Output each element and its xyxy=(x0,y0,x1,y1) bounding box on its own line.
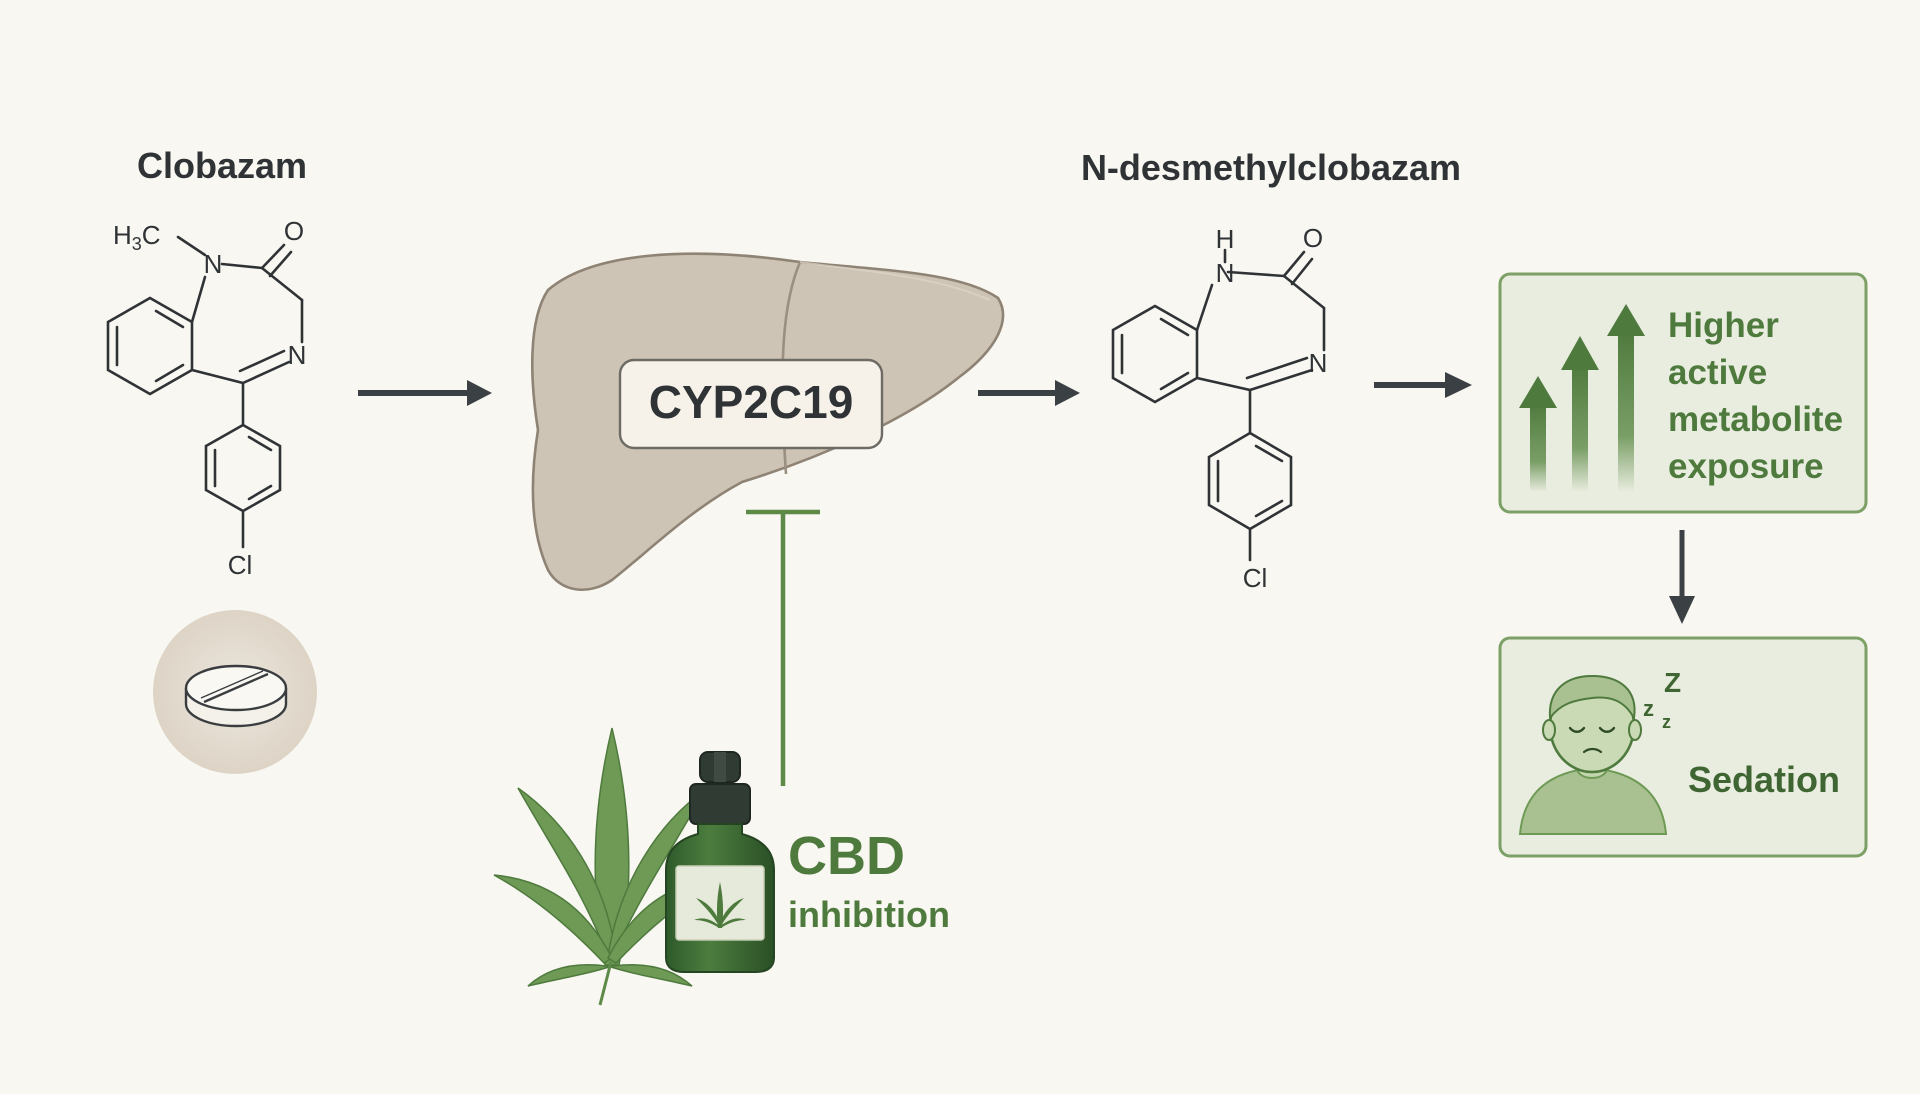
exposure-box: Higher active metabolite exposure xyxy=(1498,272,1868,514)
sleep-z-large: Z xyxy=(1664,667,1681,698)
metabolite-atom-n1: N xyxy=(1216,258,1235,288)
exposure-line-2: active xyxy=(1668,353,1767,392)
sleep-z-medium: z xyxy=(1643,696,1654,721)
atom-methyl-h: H xyxy=(113,220,132,250)
cbd-bottle-icon xyxy=(665,751,775,973)
arrow-to-liver xyxy=(358,380,492,406)
metabolite-atom-h: H xyxy=(1216,224,1235,254)
desmethylclobazam-structure xyxy=(1111,248,1326,562)
exposure-line-4: exposure xyxy=(1668,447,1824,486)
sedation-box: Z z z Sedation xyxy=(1498,636,1868,858)
atom-n1: N xyxy=(204,249,223,279)
effect-label: Sedation xyxy=(1688,759,1840,800)
atom-methyl-sub: 3 xyxy=(132,234,142,254)
svg-text:H3C: H3C xyxy=(113,220,161,254)
enzyme-badge: CYP2C19 xyxy=(618,358,884,450)
inhibition-tbar xyxy=(746,509,820,786)
atom-n2: N xyxy=(288,340,307,370)
clobazam-structure xyxy=(106,235,304,549)
exposure-line-3: metabolite xyxy=(1668,400,1843,439)
increase-arrows-icon xyxy=(1519,304,1645,492)
atom-methyl-c: C xyxy=(142,220,161,250)
metabolite-title: N-desmethylclobazam xyxy=(1081,147,1461,188)
sleep-z-small: z xyxy=(1662,712,1671,732)
arrow-to-sedation xyxy=(1669,530,1695,624)
pill-icon xyxy=(153,610,317,774)
inhibitor-subtitle: inhibition xyxy=(788,894,950,935)
atom-o: O xyxy=(284,216,304,246)
metabolite-atom-o: O xyxy=(1303,223,1323,253)
atom-cl: Cl xyxy=(228,550,253,580)
arrow-to-exposure xyxy=(1374,372,1472,398)
inhibitor-title: CBD xyxy=(788,826,905,886)
enzyme-label: CYP2C19 xyxy=(649,376,854,428)
arrow-to-metabolite xyxy=(978,380,1080,406)
exposure-line-1: Higher xyxy=(1668,306,1779,345)
metabolite-atom-n2: N xyxy=(1309,348,1328,378)
metabolite-atom-cl: Cl xyxy=(1243,563,1268,593)
drug-title: Clobazam xyxy=(137,145,307,186)
exposure-text: Higher active metabolite exposure xyxy=(1668,306,1853,486)
cannabis-leaf-icon xyxy=(493,727,727,1006)
sleep-z-icon: Z z z xyxy=(1643,667,1681,732)
sleepy-person-icon xyxy=(1518,674,1668,835)
